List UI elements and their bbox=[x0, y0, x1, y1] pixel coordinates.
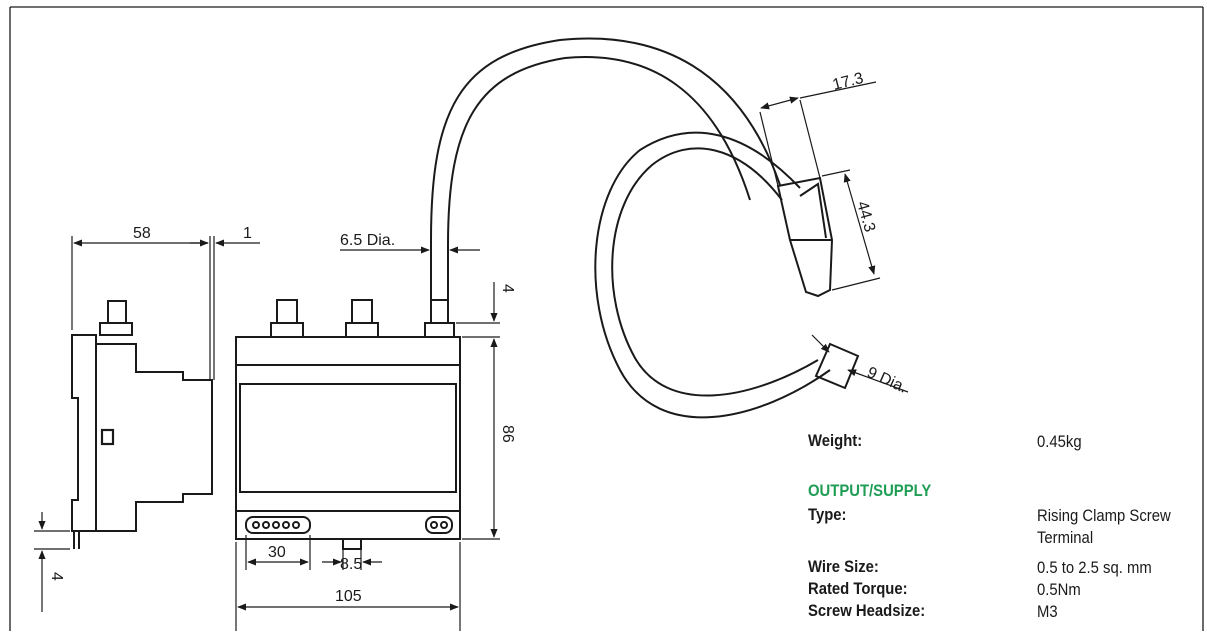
dim-86: 86 bbox=[499, 425, 516, 443]
dim-1: 1 bbox=[243, 225, 252, 242]
probe-cable bbox=[430, 37, 860, 419]
torque-value: 0.5Nm bbox=[1037, 581, 1081, 599]
type-label: Type: bbox=[808, 506, 847, 524]
dim-sensor-dia: 9 Dia. bbox=[864, 364, 909, 397]
type-value-line2: Terminal bbox=[1037, 529, 1094, 547]
section-heading: OUTPUT/SUPPLY bbox=[808, 482, 932, 500]
dim-17-3: 17.3 bbox=[831, 70, 865, 94]
sheet-border bbox=[9, 6, 1204, 631]
dim-4-top: 4 bbox=[499, 284, 516, 293]
wire-size-value: 0.5 to 2.5 sq. mm bbox=[1037, 559, 1152, 577]
dim-30: 30 bbox=[268, 544, 286, 561]
dim-58: 58 bbox=[133, 225, 151, 242]
dimension-lines bbox=[34, 81, 909, 631]
dim-44-3: 44.3 bbox=[853, 199, 878, 234]
weight-label: Weight: bbox=[808, 432, 863, 450]
dim-8-5: 8.5 bbox=[340, 556, 362, 573]
screw-headsize-label: Screw Headsize: bbox=[808, 602, 926, 620]
screw-headsize-value: M3 bbox=[1037, 603, 1058, 621]
torque-label: Rated Torque: bbox=[808, 580, 908, 598]
dim-105: 105 bbox=[335, 588, 362, 605]
wire-size-label: Wire Size: bbox=[808, 558, 879, 576]
side-view bbox=[71, 300, 213, 549]
dim-4-bottom: 4 bbox=[48, 572, 65, 581]
front-view bbox=[235, 299, 461, 550]
type-value-line1: Rising Clamp Screw bbox=[1037, 507, 1171, 525]
dim-cable-dia: 6.5 Dia. bbox=[340, 232, 395, 249]
weight-value: 0.45kg bbox=[1037, 433, 1082, 451]
